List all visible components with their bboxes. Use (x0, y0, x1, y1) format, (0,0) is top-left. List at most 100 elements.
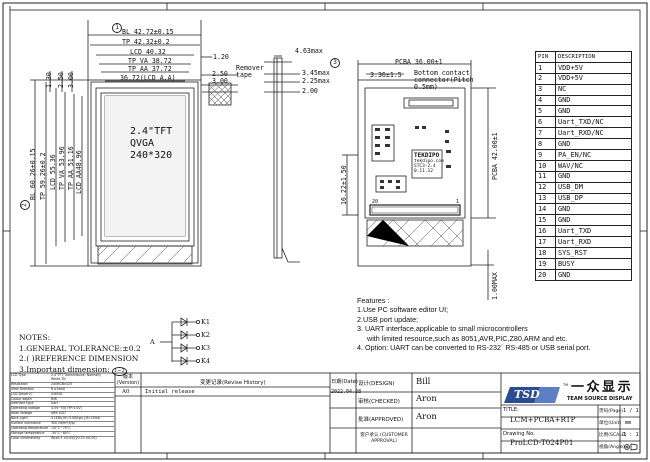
dim-2-25max: 2.25max (302, 77, 330, 85)
pin-number: 16 (535, 225, 556, 238)
company-chinese-name: 一 众 显 示 (571, 380, 631, 395)
dim-4-63max: 4.63max (295, 47, 323, 55)
screen-resolution: 240*320 (130, 150, 173, 161)
pin-description: GND (555, 138, 632, 151)
pin-description: GND (555, 170, 632, 183)
screen-resolution-name: QVGA (130, 138, 155, 149)
dim-pcba-width: PCBA 36.00±1 (395, 58, 443, 66)
chip-version: 0.11.12 (414, 169, 433, 174)
screen-label: 2.4"TFT QVGA 240*320 (130, 126, 172, 162)
pin-number: 3 (535, 83, 556, 96)
pin-description: GND (555, 94, 632, 107)
note-line: 2.( )REFERENCE DIMENSION (19, 354, 139, 363)
pin-description: GND (555, 105, 632, 118)
pin-number: 14 (535, 203, 556, 216)
dim-1-20: 1.20 (213, 53, 229, 61)
remover-tape-label: Remover tape (236, 64, 264, 79)
dim-16-22: 16.22±1.50 (340, 165, 348, 205)
pin-number: 5 (535, 105, 556, 118)
page-value: 1 / 1 (623, 408, 639, 414)
cathode-k3: K3 (201, 344, 210, 352)
page-label: 页码(Page) (599, 409, 623, 414)
scale-value: 1 : 1 (623, 432, 639, 438)
callout-1: 1 (112, 23, 122, 33)
callout-3: 3 (330, 58, 340, 68)
pin-number: 12 (535, 181, 556, 194)
cathode-k1: K1 (201, 318, 210, 326)
pin-description: GND (555, 268, 632, 281)
dim-bl-height: BL 60.26±0.15 (29, 148, 37, 200)
dim-left-1-30: 1.30 (45, 72, 53, 88)
cathode-k2: K2 (201, 331, 210, 339)
pin-description: USB_DM (555, 181, 632, 194)
dim-lcd-aa-height: LCD AA48.96 (75, 150, 83, 194)
dim-tp-height: TP 59.26±0.2 (39, 152, 47, 200)
pin-number: 4 (535, 94, 556, 107)
chip-label: TEKDIPO tekdipo.com STC3-2.4 0.11.12 (414, 152, 444, 174)
logo-tm: TM (563, 383, 569, 387)
feature-line: with limited resource,such as 8051,AVR,P… (367, 333, 568, 343)
pin-mark-1: 1 (456, 199, 460, 205)
dim-tp-aa-height: TP AA 51.16 (67, 146, 75, 190)
pin-description: Uart_TXD/NC (555, 116, 632, 129)
pin-description: USB_DP (555, 192, 632, 205)
pin-number: 2 (535, 72, 556, 85)
date-header: 日期(Date) (331, 379, 358, 385)
chip-site: tekdipo.com (414, 159, 444, 164)
pin-number: 19 (535, 257, 556, 270)
angle-label: 视角(Angle) (599, 445, 625, 450)
spec-row: Operating temperature-20°C~70°C (11, 426, 115, 432)
checked-name: Aron (416, 394, 437, 404)
notes-block: NOTES: 1.GENERAL TOLERANCE:±0.2 2.( )REF… (19, 333, 141, 376)
unit-value: mm (625, 420, 632, 426)
pin-number: 8 (535, 138, 556, 151)
pin-number: 7 (535, 127, 556, 140)
dim-tp-aa-width: TP AA 37.72 (128, 65, 172, 73)
projection-angle-icon (622, 443, 638, 451)
pin-number: 17 (535, 236, 556, 249)
dim-2-00: 2.00 (302, 87, 318, 95)
pin-number: 1 (535, 61, 556, 74)
feature-line: 4. Option: UART can be converted to RS-2… (357, 343, 591, 353)
checked-label: 审核(CHECKED) (358, 399, 400, 405)
customer-approval-label: 客户承认 (CUSTOMER APPROVAL) (360, 433, 408, 444)
dim-left-2-50: 2.50 (57, 72, 65, 88)
pin-header: PIN (535, 51, 556, 63)
dim-lcd-height: LCD 55.36 (49, 154, 57, 190)
version-header: 版本 (Version) (116, 374, 140, 386)
important-dimension-symbol: 1~2 (112, 366, 127, 376)
approved-label: 批准(APPROVED) (358, 417, 404, 423)
logo-mark: TSD (514, 388, 540, 401)
connector-note: Bottom contact connector(Pitch 0.5mm) (414, 69, 474, 91)
features-block: Features : 1.Use PC software editor UI; … (357, 296, 590, 352)
design-label: 设计(DESIGN) (358, 381, 395, 387)
pin-table-header: PIN DESCRIPTION (535, 51, 632, 63)
screen-size: 2.4"TFT (130, 126, 173, 137)
note-line: 1.GENERAL TOLERANCE:±0.2 (19, 343, 141, 353)
dim-bl-width: BL 42.72±0.15 (122, 28, 174, 36)
dim-lcd-aa-width: 36.72(LCD A.A) (120, 74, 176, 82)
callout-2: 2 (20, 200, 30, 210)
drawing-label: Drawing No. (503, 431, 535, 437)
chip-model: STC3-2.4 (414, 164, 436, 169)
